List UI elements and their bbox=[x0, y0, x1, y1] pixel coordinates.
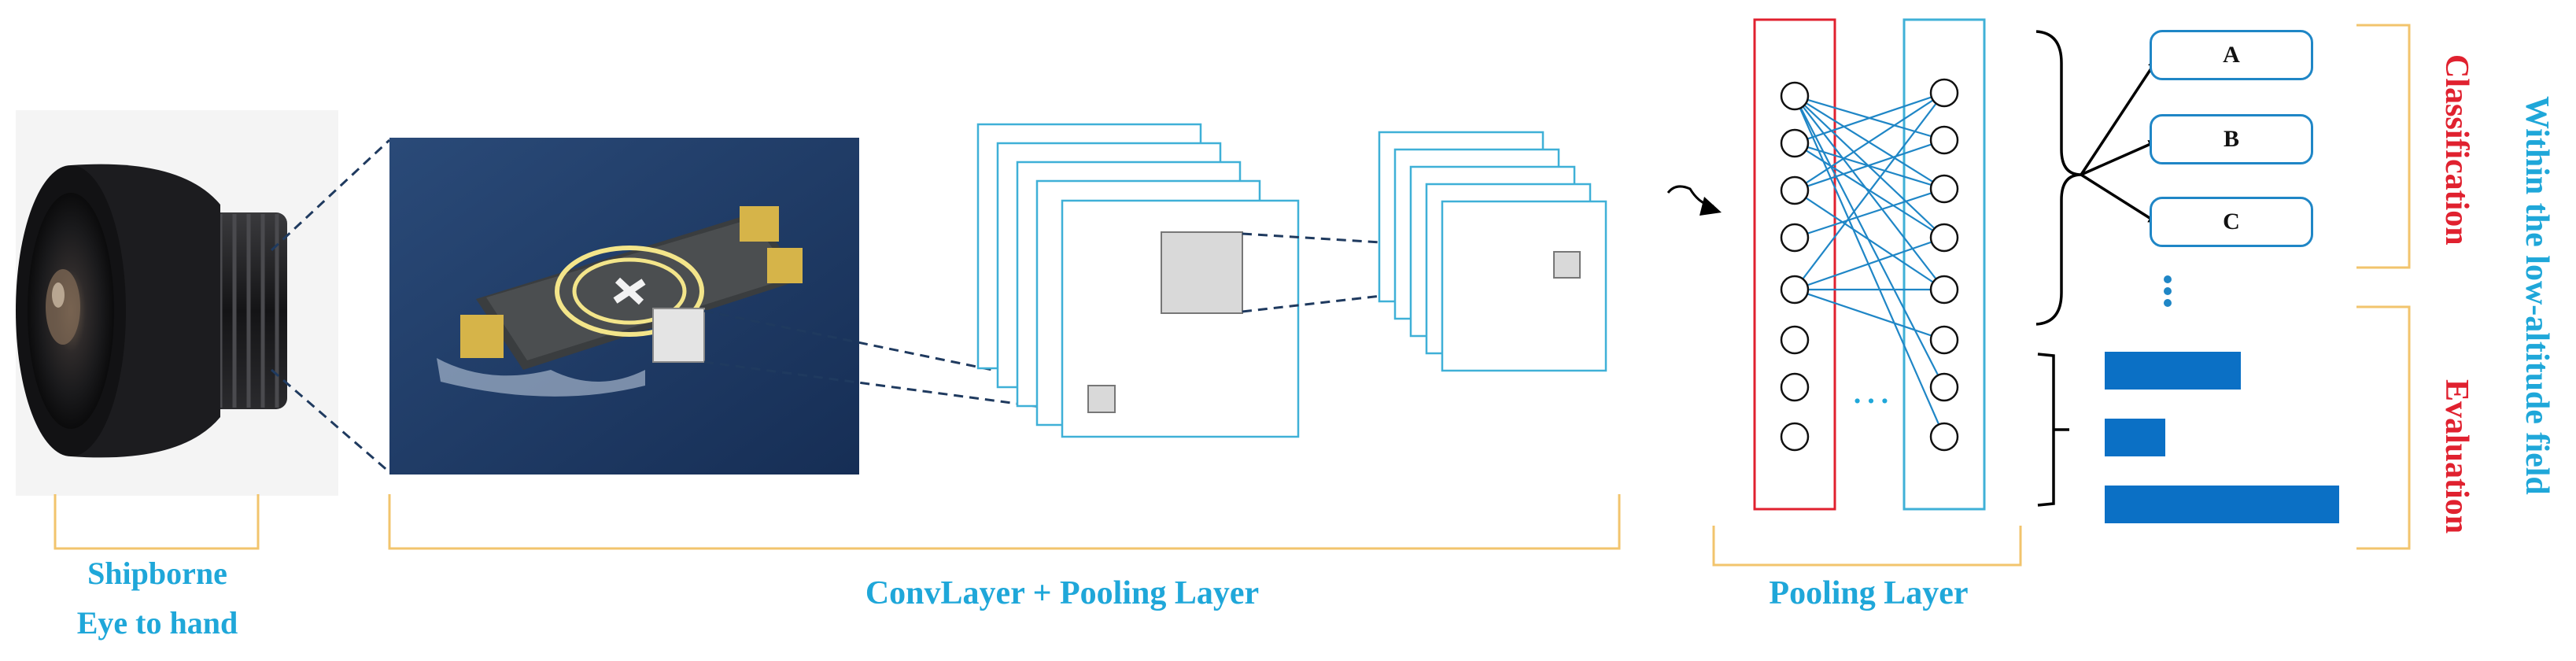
connection-16 bbox=[1794, 288, 1945, 342]
left-neuron-1 bbox=[1780, 128, 1810, 158]
left-neuron-3 bbox=[1780, 223, 1810, 253]
curly-brace-output bbox=[2035, 30, 2082, 326]
left-neuron-2 bbox=[1780, 175, 1810, 205]
feature-map-stack-2 bbox=[1378, 131, 1607, 372]
gold-brackets bbox=[54, 24, 2411, 567]
evaluation-bar-2 bbox=[2105, 486, 2339, 523]
connection-5 bbox=[1793, 95, 1946, 438]
landing-barge-photo bbox=[389, 138, 859, 475]
label-conv-pooling: ConvLayer + Pooling Layer bbox=[865, 575, 1260, 611]
patch-link-line-3 bbox=[1242, 232, 1556, 255]
connection-13 bbox=[1794, 92, 1945, 290]
left-neuron-6 bbox=[1780, 372, 1810, 402]
class-ellipsis bbox=[2164, 275, 2172, 307]
feature-patch-large bbox=[1161, 231, 1243, 314]
left-neuron-0 bbox=[1780, 81, 1810, 111]
neuron-connections bbox=[1793, 91, 1946, 438]
connection-9 bbox=[1794, 92, 1945, 191]
feature-patch-small-1 bbox=[1087, 385, 1116, 413]
left-neuron-7 bbox=[1780, 422, 1810, 452]
left-neuron-5 bbox=[1780, 325, 1810, 355]
class-arrows bbox=[2080, 59, 2158, 223]
right-neuron-7 bbox=[1929, 422, 1959, 452]
right-neuron-6 bbox=[1929, 372, 1959, 402]
right-neuron-0 bbox=[1929, 78, 1959, 108]
right-neuron-2 bbox=[1929, 174, 1959, 204]
evaluation-bar-1 bbox=[2105, 419, 2165, 456]
zoom-line-bottom bbox=[271, 368, 390, 474]
pooling-left-column-frame bbox=[1753, 18, 1836, 511]
feature-patch-small-2 bbox=[1553, 251, 1581, 279]
connection-11 bbox=[1794, 190, 1945, 290]
label-camera-line2: Eye to hand bbox=[76, 605, 238, 641]
connection-10 bbox=[1794, 138, 1945, 192]
patch-link-line-1 bbox=[703, 309, 1089, 391]
feature-map-stack-1 bbox=[976, 123, 1300, 438]
connection-4 bbox=[1794, 95, 1945, 388]
connection-12 bbox=[1794, 187, 1945, 239]
left-neuron-4 bbox=[1780, 275, 1810, 305]
connection-6 bbox=[1794, 91, 1945, 145]
bracket-evaluation bbox=[2037, 353, 2069, 507]
label-pooling-layer: Pooling Layer bbox=[1769, 575, 1969, 611]
pooling-right-column-frame bbox=[1902, 18, 1986, 511]
right-neuron-1 bbox=[1929, 125, 1959, 155]
right-neuron-5 bbox=[1929, 325, 1959, 355]
evaluation-bar-chart bbox=[2105, 352, 2339, 523]
class-box-a: A bbox=[2150, 30, 2313, 80]
connection-3 bbox=[1794, 95, 1945, 290]
right-neuron-column bbox=[1929, 78, 1959, 452]
label-camera-line1: Shipborne bbox=[87, 556, 227, 591]
right-neuron-3 bbox=[1929, 223, 1959, 253]
left-neuron-column bbox=[1780, 81, 1810, 452]
class-box-b: B bbox=[2150, 114, 2313, 164]
right-neuron-4 bbox=[1929, 275, 1959, 305]
class-box-c: C bbox=[2150, 197, 2313, 247]
label-evaluation: Evaluation bbox=[2438, 379, 2475, 534]
curved-arrow-icon bbox=[1666, 185, 1722, 216]
evaluation-bar-0 bbox=[2105, 352, 2241, 390]
camera-lens-icon bbox=[16, 110, 338, 496]
zoom-line-top bbox=[270, 138, 391, 252]
label-classification: Classification bbox=[2438, 54, 2475, 246]
label-low-altitude-field: Within the low-altitude field bbox=[2519, 95, 2555, 495]
neuron-ellipsis: … bbox=[1851, 367, 1891, 412]
connection-14 bbox=[1794, 236, 1945, 291]
